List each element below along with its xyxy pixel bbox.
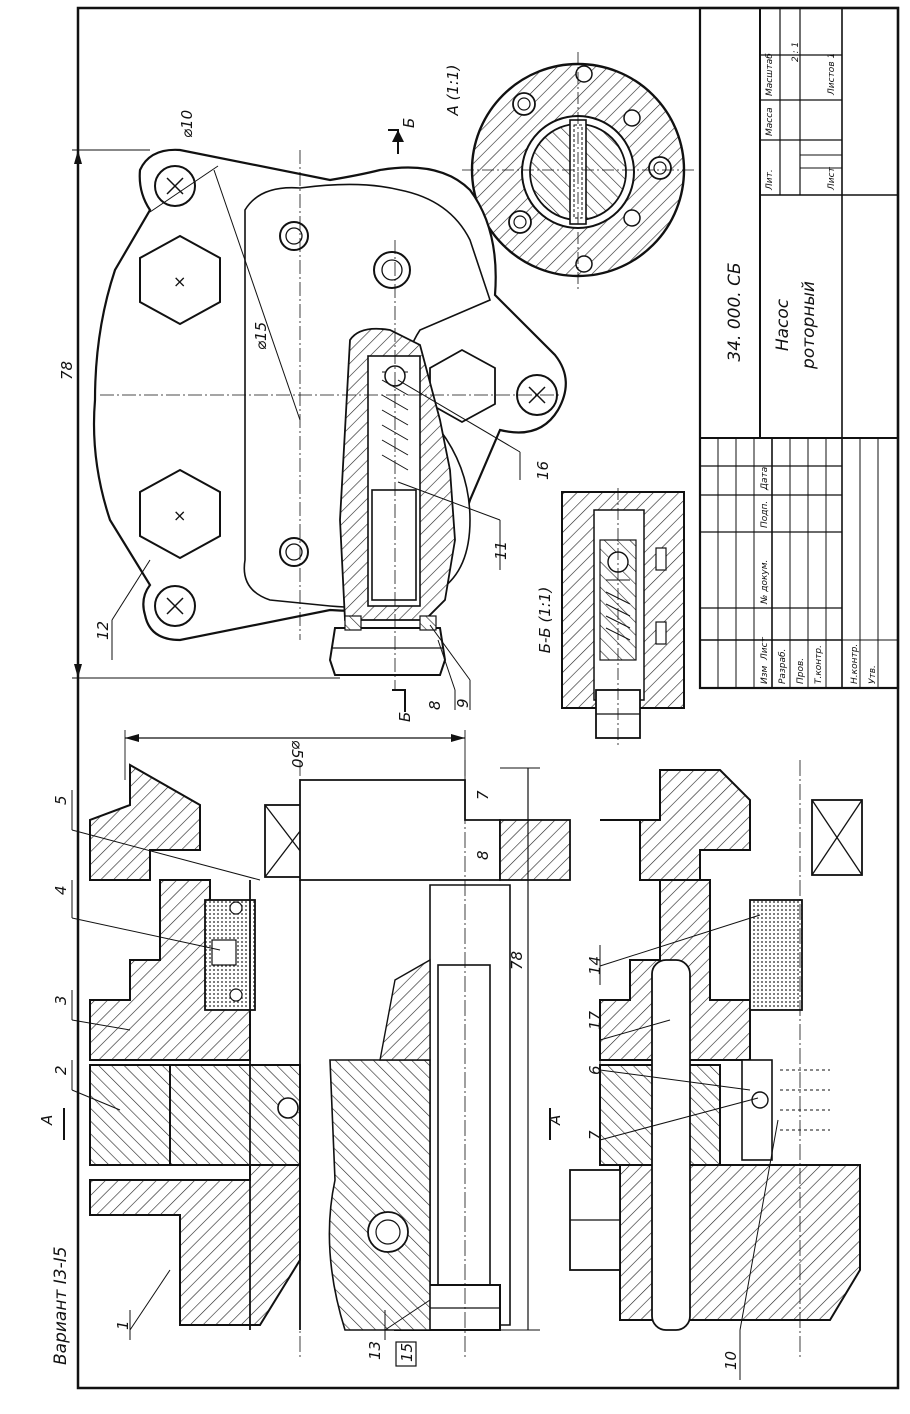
- title-name-line1: Насос: [773, 298, 793, 351]
- callout-14: 14: [586, 956, 604, 975]
- dim-7: 7: [474, 790, 492, 800]
- callout-10: 10: [722, 1351, 740, 1370]
- cut-b-top: Б: [400, 118, 418, 128]
- role-tkontr: Т.контр.: [814, 645, 824, 684]
- section-bb-label: Б-Б (1:1): [536, 587, 554, 654]
- role-razrab: Разраб.: [778, 649, 788, 684]
- title-name-line2: роторный: [799, 281, 819, 370]
- sheet-label: Лист: [827, 166, 837, 191]
- hdr-sign: Подп.: [760, 501, 770, 528]
- variant-label: Вариант I3-I5: [51, 1246, 71, 1365]
- title-block: 34. 000. СБ Насос роторный Лит. Масса Ма…: [698, 6, 900, 690]
- section-bb: Б-Б (1:1): [536, 488, 685, 745]
- dim-8: 8: [474, 850, 492, 860]
- cut-a-left: А: [38, 1115, 56, 1126]
- callout-2: 2: [52, 1065, 70, 1075]
- col-mass: Масса: [765, 107, 775, 136]
- callout-16: 16: [534, 461, 552, 480]
- callout-4: 4: [52, 885, 70, 895]
- col-lit: Лит.: [765, 169, 775, 191]
- cut-a-right: А: [546, 1115, 564, 1126]
- hdr-doc: № докум.: [760, 560, 770, 605]
- sheets-label: Листов 1: [827, 53, 837, 96]
- view-a-label: А (1:1): [444, 65, 462, 117]
- callout-6: 6: [586, 1065, 604, 1075]
- callout-11: 11: [492, 541, 510, 560]
- dim-78-bottom: 78: [508, 951, 526, 970]
- dim-d10: ⌀10: [178, 110, 196, 138]
- view-a-round-section: А (1:1): [444, 52, 694, 290]
- callout-8: 8: [426, 700, 444, 710]
- role-prov: Пров.: [796, 658, 806, 684]
- dim-d15: ⌀15: [252, 322, 270, 350]
- sheet-frame: [76, 6, 900, 1390]
- dim-78-top: 78: [58, 361, 76, 380]
- callout-1: 1: [114, 1320, 132, 1330]
- scale-value: 2 : 1: [791, 42, 801, 62]
- hdr-izm: Изм: [760, 665, 770, 684]
- main-section-view: ⌀50 78 7 8 А А 5 4 3 2 1 13 15: [38, 730, 863, 1380]
- svg-text:×: ×: [173, 506, 186, 525]
- svg-text:×: ×: [173, 272, 186, 291]
- callout-3: 3: [52, 995, 70, 1005]
- title-designation: 34. 000. СБ: [725, 262, 745, 361]
- hdr-date: Дата: [760, 467, 770, 491]
- callout-9: 9: [454, 698, 472, 708]
- callout-17: 17: [586, 1010, 604, 1030]
- callout-13: 13: [366, 1341, 384, 1360]
- col-scale: Масштаб: [765, 53, 775, 96]
- dim-d50: ⌀50: [288, 740, 306, 768]
- callout-5: 5: [52, 795, 70, 805]
- callout-12: 12: [94, 621, 112, 640]
- role-utv: Утв.: [868, 665, 878, 684]
- callout-7: 7: [586, 1130, 604, 1140]
- hdr-list: Лист: [760, 636, 770, 661]
- role-nkontr: Н.контр.: [850, 644, 860, 684]
- cut-b-bottom: Б: [396, 712, 414, 722]
- top-view: × × 78 ⌀10 ⌀15: [58, 110, 567, 722]
- callout-15: 15: [398, 1343, 416, 1362]
